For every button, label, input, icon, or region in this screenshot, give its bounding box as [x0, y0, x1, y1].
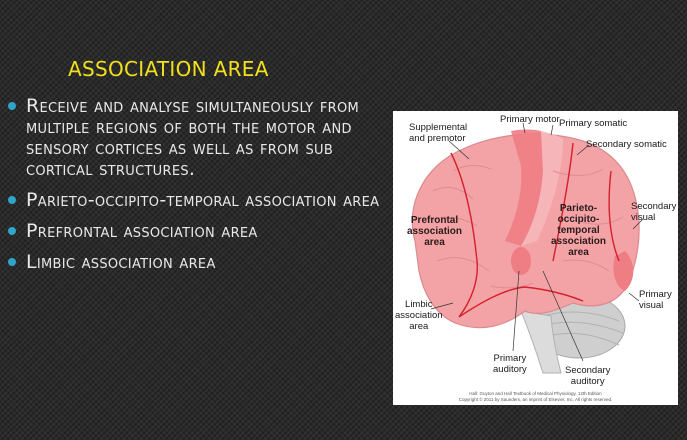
bullet-list: Receive and analyse simultaneously from …: [8, 96, 383, 283]
label-primary-visual: Primary visual: [639, 289, 672, 311]
bullet-text: Limbic association area: [26, 251, 216, 273]
bullet-dot-icon: [8, 227, 16, 235]
brainstem-shape: [520, 310, 562, 374]
label-secondary-visual: Secondary visual: [631, 201, 677, 223]
bullet-dot-icon: [8, 196, 16, 204]
bullet-item: Parieto-occipito-temporal association ar…: [8, 190, 383, 211]
bullet-item: Limbic association area: [8, 252, 383, 273]
slide-title: ASSOCIATION AREA: [68, 57, 269, 81]
bullet-item: Receive and analyse simultaneously from …: [8, 96, 383, 180]
label-parieto-occipito-temporal: Parieto- occipito- temporal association …: [551, 203, 607, 258]
label-prefrontal: Prefrontal association area: [407, 215, 463, 248]
bullet-text: Parieto-occipito-temporal association ar…: [26, 189, 380, 211]
bullet-text: Prefrontal association area: [26, 220, 258, 242]
label-primary-somatic: Primary somatic: [559, 118, 628, 129]
bullet-dot-icon: [8, 258, 16, 266]
bullet-item: Prefrontal association area: [8, 221, 383, 242]
primary-auditory-region: [511, 247, 531, 275]
primary-motor-region: [505, 129, 543, 246]
figure-credit: Hall: Guyton and Hall Textbook of Medica…: [458, 391, 613, 402]
label-primary-auditory: Primary auditory: [493, 353, 527, 375]
label-secondary-somatic: Secondary somatic: [586, 139, 667, 150]
label-supplemental-premotor: Supplemental and premotor: [409, 122, 468, 144]
brain-illustration: [411, 122, 644, 374]
bullet-dot-icon: [8, 102, 16, 110]
label-limbic: Limbic association area: [395, 299, 443, 332]
brain-figure: Supplemental and premotor Primary motor …: [393, 111, 678, 405]
primary-somatic-region: [521, 131, 563, 246]
label-secondary-auditory: Secondary auditory: [565, 365, 611, 387]
bullet-text: Receive and analyse simultaneously from …: [26, 95, 360, 180]
label-primary-motor: Primary motor: [500, 114, 560, 125]
